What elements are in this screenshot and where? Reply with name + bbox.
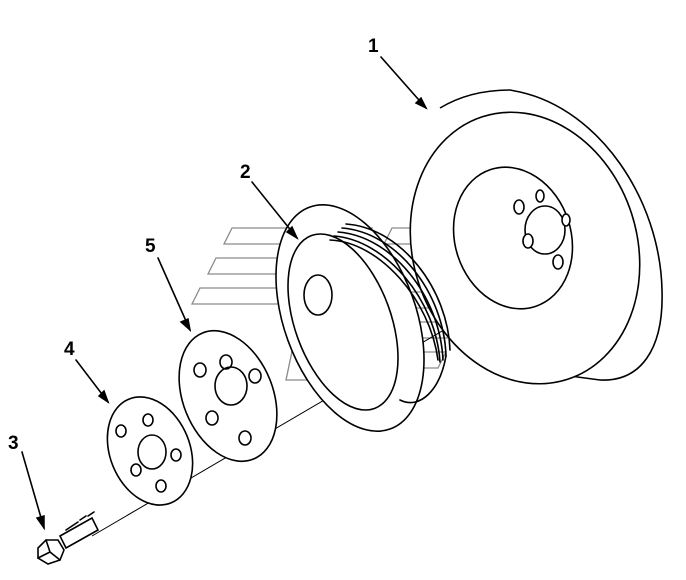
callout-1: 1	[368, 36, 379, 57]
spacer-plate	[178, 329, 278, 463]
leader-arrows	[21, 56, 428, 531]
crankshaft-pulley	[275, 204, 451, 432]
callout-5: 5	[145, 236, 156, 257]
washer	[106, 396, 194, 506]
callout-4: 4	[64, 339, 75, 360]
callout-2: 2	[240, 162, 251, 183]
bolt	[37, 511, 100, 565]
damper-pulley	[409, 89, 663, 385]
callout-3: 3	[8, 433, 19, 454]
